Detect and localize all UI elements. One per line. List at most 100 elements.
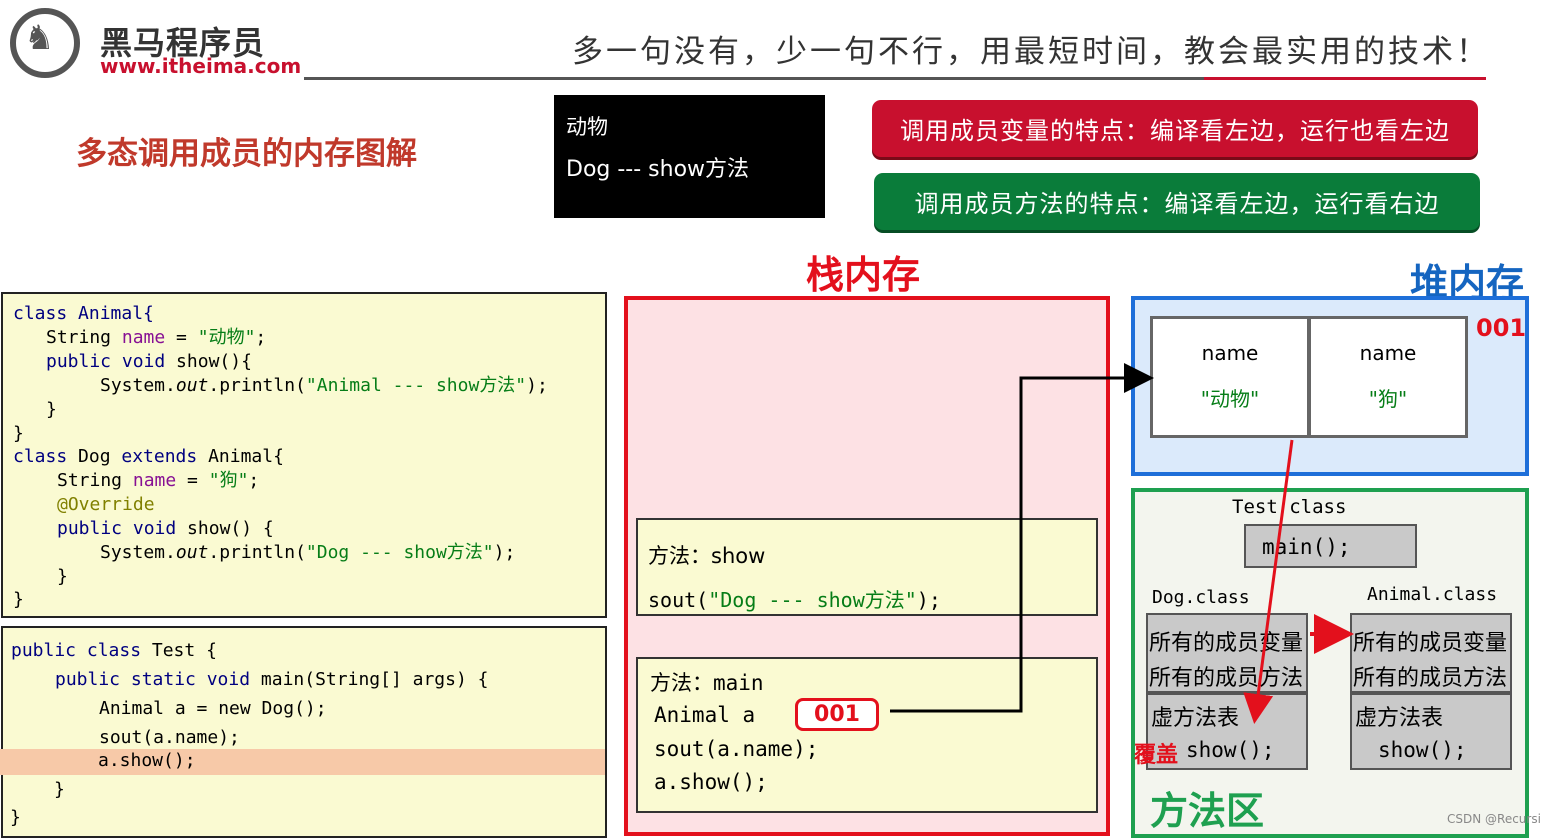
code-token: Dog: [67, 446, 122, 467]
code-token: name: [121, 327, 166, 348]
animal-vtable-box: [1350, 693, 1512, 770]
stack-frame-main: 方法：main Animal a sout(a.name); a.show();: [636, 657, 1098, 813]
frame-line: Animal a: [654, 703, 756, 727]
code-line: }: [13, 589, 24, 610]
code-token: =: [165, 327, 198, 348]
override-label: 覆盖: [1134, 743, 1179, 768]
code-token: Test {: [141, 640, 217, 661]
code-token: ;: [248, 470, 260, 491]
dog-show-method: show();: [1186, 738, 1275, 762]
field-name: name: [1201, 341, 1259, 365]
code-token: .println(: [208, 542, 306, 563]
stack-title: 栈内存: [806, 253, 921, 297]
code-token: "Dog --- show方法": [708, 588, 917, 612]
heap-address: 001: [1476, 314, 1527, 342]
code-token: show() {: [176, 518, 274, 539]
heap-field-dog: name "狗": [1308, 316, 1468, 438]
code-line: sout(a.name);: [99, 727, 240, 748]
dog-vtable-box: [1146, 693, 1308, 770]
console-output: 动物 Dog --- show方法: [554, 95, 825, 218]
frame-code: sout("Dog --- show方法");: [648, 584, 941, 613]
member-variable-note: 调用成员变量的特点：编译看左边，运行也看左边: [872, 100, 1478, 157]
main-method-box: [1244, 524, 1417, 568]
watermark: CSDN @Recursi: [1447, 812, 1541, 826]
current-line-highlight: [0, 749, 605, 775]
dog-class-label: Dog.class: [1152, 587, 1250, 608]
animal-class-label: Animal.class: [1367, 584, 1498, 605]
code-panel-classes: class Animal{ String name = "动物"; public…: [1, 292, 607, 618]
code-token: String: [46, 327, 122, 348]
reference-address: 001: [795, 698, 879, 731]
field-value: "狗": [1368, 387, 1408, 411]
code-token: );: [493, 542, 516, 563]
code-line: class Animal{: [13, 302, 154, 326]
page-title: 多态调用成员的内存图解: [76, 136, 417, 172]
code-token: ;: [255, 327, 267, 348]
code-token: String: [57, 470, 133, 491]
code-token: Animal{: [197, 446, 284, 467]
code-token: public static void: [55, 669, 251, 690]
frame-line: sout(a.name);: [654, 737, 819, 761]
code-token: System.: [100, 375, 176, 396]
field-name: name: [1359, 341, 1417, 365]
heap-field-animal: name "动物": [1150, 316, 1310, 438]
header-divider: [304, 77, 1486, 80]
code-token: sout(: [648, 588, 709, 612]
code-line: public void show() {: [57, 517, 274, 541]
code-line: class Dog extends Animal{: [13, 445, 284, 469]
horse-icon: ♞: [24, 18, 55, 58]
field-value: "动物": [1200, 387, 1260, 411]
output-line-2: Dog --- show方法: [566, 157, 750, 182]
dog-members-method: 所有的成员方法: [1149, 666, 1304, 691]
reference-arrow: [890, 363, 1154, 713]
dog-members-box: [1146, 613, 1308, 693]
code-token: out: [175, 375, 209, 396]
code-line: public class Test {: [11, 636, 217, 665]
code-token: "Dog --- show方法": [305, 542, 494, 563]
slogan: 多一句没有，少一句不行，用最短时间，教会最实用的技术！: [572, 34, 1490, 70]
code-token: System.: [100, 542, 176, 563]
logo-text: 黑马程序员: [100, 24, 266, 62]
test-class-label: Test class: [1232, 496, 1347, 518]
animal-members-var: 所有的成员变量: [1353, 631, 1508, 656]
animal-members-method: 所有的成员方法: [1353, 666, 1508, 691]
code-line: System.out.println("Dog --- show方法");: [100, 541, 515, 565]
code-token: extends: [121, 446, 198, 467]
code-line: }: [57, 566, 68, 587]
code-token: "狗": [208, 470, 249, 491]
output-line-1: 动物: [566, 115, 608, 139]
frame-title: 方法：main: [650, 671, 764, 695]
header-divider-accent: [1204, 77, 1486, 80]
animal-members-box: [1350, 613, 1512, 693]
class-pointer-arrow: [1243, 439, 1294, 724]
code-line: }: [54, 779, 65, 800]
code-line: }: [13, 423, 24, 444]
logo-url: www.itheima.com: [100, 54, 302, 78]
animal-vtable: 虚方法表: [1355, 706, 1444, 731]
code-line-current: a.show();: [98, 750, 196, 771]
member-method-note: 调用成员方法的特点：编译看左边，运行看右边: [874, 173, 1480, 230]
logo-emblem: [10, 8, 80, 78]
code-token: public void: [46, 351, 166, 372]
code-line: String name = "动物";: [46, 326, 266, 350]
frame-title: 方法：show: [648, 544, 766, 568]
code-line: }: [46, 399, 57, 420]
code-line: public static void main(String[] args) {: [55, 665, 489, 694]
code-line: System.out.println("Animal --- show方法");: [100, 374, 548, 398]
code-token: show(){: [165, 351, 252, 372]
code-token: );: [916, 588, 941, 612]
code-token: main(String[] args) {: [250, 669, 489, 690]
code-line: }: [10, 807, 21, 828]
dog-members-var: 所有的成员变量: [1149, 631, 1304, 656]
code-line: Animal a = new Dog();: [99, 698, 327, 719]
code-token: public class: [11, 640, 142, 661]
code-panel-test: public class Test { public static void m…: [1, 626, 607, 838]
code-token: name: [132, 470, 177, 491]
code-token: "Animal --- show方法": [305, 375, 527, 396]
code-token: .println(: [208, 375, 306, 396]
code-token: out: [175, 542, 209, 563]
code-token: class Animal{: [13, 303, 154, 324]
code-token: );: [526, 375, 548, 396]
frame-line: a.show();: [654, 770, 768, 794]
code-line: public void show(){: [46, 350, 252, 374]
